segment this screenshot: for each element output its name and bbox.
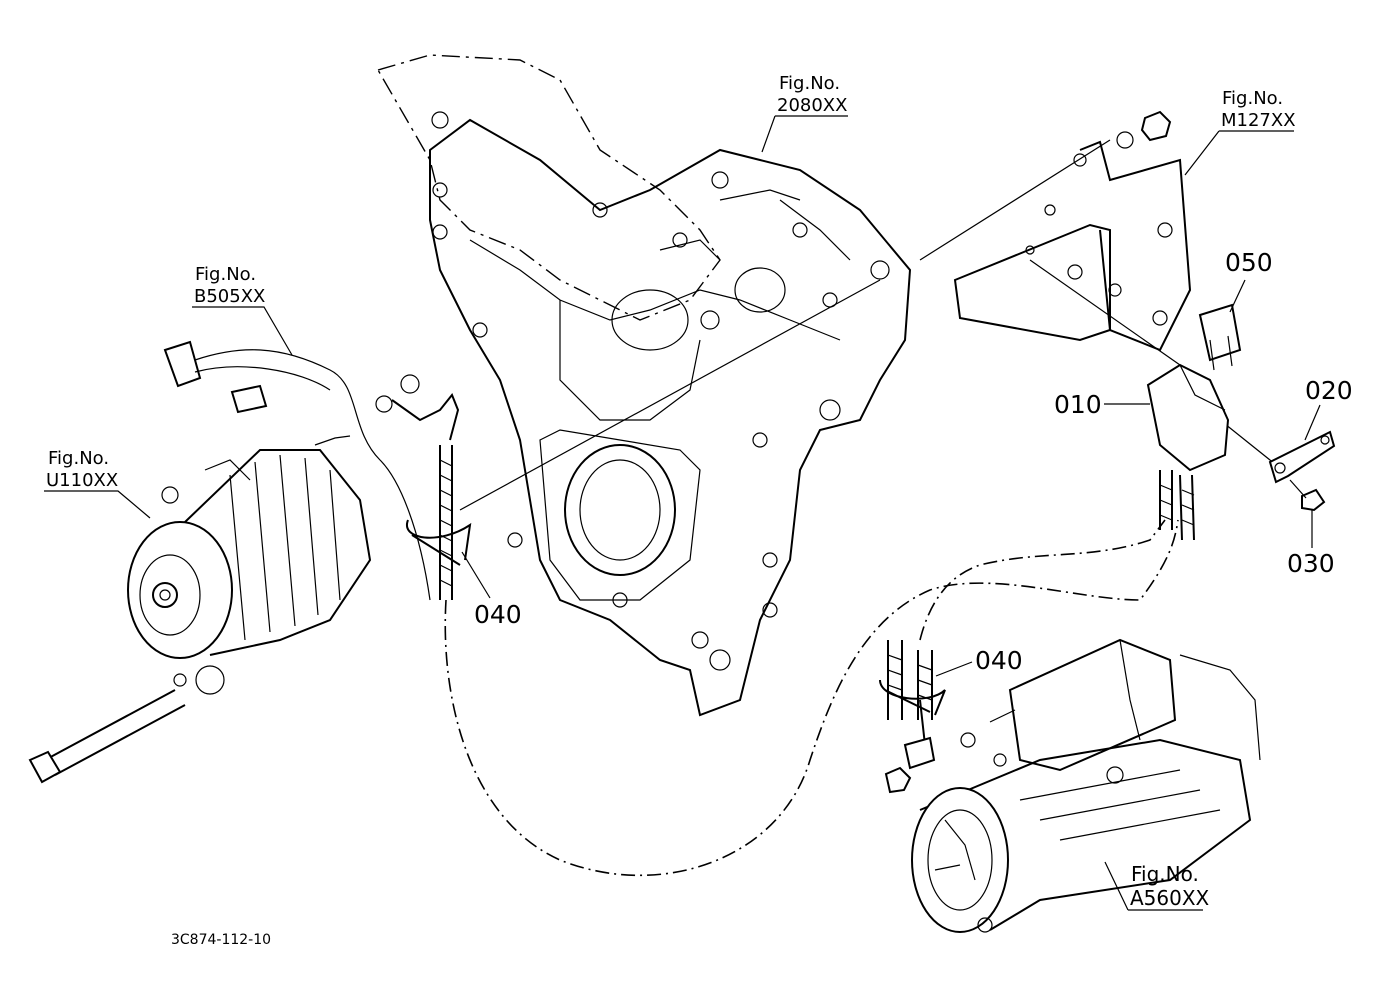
bracket-plate-020 [1268, 430, 1336, 484]
part-number-030: 030 [1287, 549, 1335, 578]
part-number-010: 010 [1054, 390, 1102, 419]
leader-fig-b505 [192, 306, 293, 356]
cable-clamp-lower [879, 640, 946, 720]
fig-m127-caption: Fig.No. [1222, 88, 1283, 109]
fig-b505-caption: Fig.No. [195, 264, 256, 285]
leader-fig-a560 [1104, 861, 1203, 911]
cable-terminal-upper [375, 374, 472, 600]
leader-040-lower [935, 661, 973, 677]
fig-m127-number: M127XX [1221, 110, 1296, 131]
alternator [28, 435, 372, 784]
screw-030 [1289, 479, 1326, 512]
leader-050 [1229, 279, 1246, 313]
fig-a560-number: A560XX [1130, 886, 1210, 910]
gear-case [376, 54, 912, 717]
part-number-020: 020 [1305, 376, 1353, 405]
leader-040-upper [461, 551, 491, 599]
part-number-050: 050 [1225, 248, 1273, 277]
bracket [953, 110, 1192, 352]
leader-fig-2080 [761, 115, 848, 153]
fig-b505-number: B505XX [194, 286, 265, 307]
fig-u110-caption: Fig.No. [48, 448, 109, 469]
leader-fig-u110 [44, 490, 151, 519]
starter-motor [884, 638, 1261, 933]
fuse-holder [1146, 303, 1242, 541]
fig-2080-number: 2080XX [777, 95, 847, 116]
fig-u110-number: U110XX [46, 470, 118, 491]
wire-harness [163, 340, 431, 601]
leader-fig-m127 [1184, 130, 1294, 176]
part-number-040-upper: 040 [474, 600, 522, 629]
cable-routing [444, 139, 1281, 877]
fig-a560-caption: Fig.No. [1131, 862, 1199, 886]
fig-2080-caption: Fig.No. [779, 73, 840, 94]
part-number-040-lower: 040 [975, 646, 1023, 675]
drawing-code: 3C874-112-10 [171, 932, 271, 948]
leader-020 [1304, 404, 1321, 441]
